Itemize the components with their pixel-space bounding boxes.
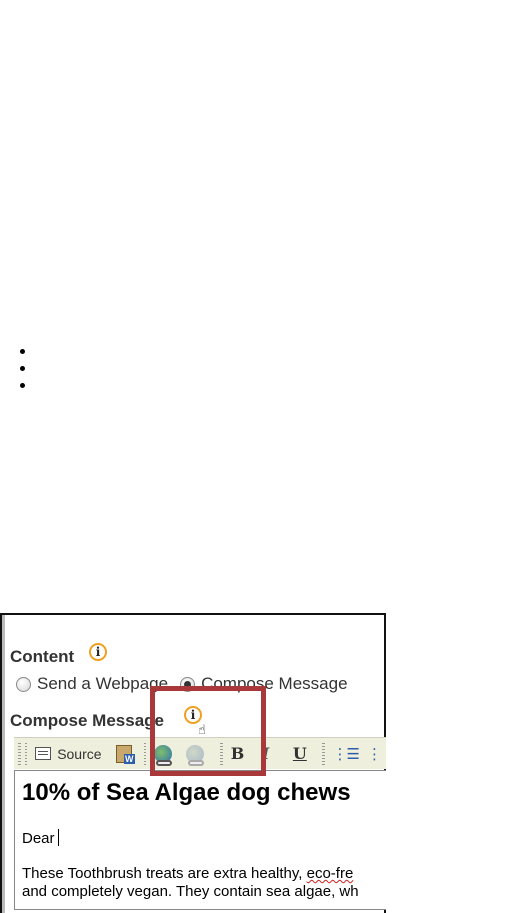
editor-paragraph[interactable]: These Toothbrush treats are extra health… [22,865,359,901]
toolbar-separator [143,742,147,765]
compose-message-radio[interactable] [180,676,196,692]
bold-button[interactable]: B [230,744,245,763]
italic-button[interactable]: I [261,744,270,763]
toolbar-separator [321,742,325,765]
hand-cursor-icon: ☝ [198,722,206,737]
link-globe-icon [154,744,173,766]
rich-text-editor[interactable]: 10% of Sea Algae dog chews Dear These To… [14,770,386,910]
toolbar-grip[interactable] [18,742,21,765]
compose-message-heading: Compose Message [10,711,164,730]
source-label: Source [57,745,102,762]
paste-from-word-button[interactable] [112,742,136,766]
toolbar-separator [220,742,223,765]
bulleted-list-icon: ⋮ [366,745,382,763]
remove-link-button[interactable] [182,742,208,766]
compose-message-label[interactable]: Compose Message [201,674,348,693]
unlink-globe-icon [186,744,205,766]
content-options: Send a Webpage Compose Message [16,674,348,694]
paragraph-line-2: and completely vegan. They contain sea a… [22,883,359,900]
editor-heading[interactable]: 10% of Sea Algae dog chews [22,779,351,806]
editor-toolbar: Source B I U ⋮☰ ⋮ [14,737,386,769]
paragraph-line-1a: These Toothbrush treats are extra health… [22,865,307,882]
misspelled-word: eco-fre [306,865,354,882]
info-icon[interactable]: i [89,643,107,661]
greeting-text: Dear [22,830,55,847]
source-icon [35,747,52,760]
text-caret [57,829,59,846]
numbered-list-icon: ⋮☰ [332,745,360,763]
send-webpage-label[interactable]: Send a Webpage [37,674,169,693]
send-webpage-radio[interactable] [16,676,31,692]
info-icon[interactable]: i [184,706,202,724]
source-button[interactable]: Source [31,742,105,766]
toolbar-grip[interactable] [24,742,28,765]
paste-word-icon [115,744,135,764]
bulleted-list-button[interactable]: ⋮ [363,742,386,766]
numbered-list-button[interactable]: ⋮☰ [329,742,363,766]
underline-button[interactable]: U [292,744,307,763]
panel-inner [2,615,384,913]
insert-link-button[interactable] [150,742,176,766]
content-label: Content [10,647,75,666]
editor-greeting[interactable]: Dear [22,829,59,847]
